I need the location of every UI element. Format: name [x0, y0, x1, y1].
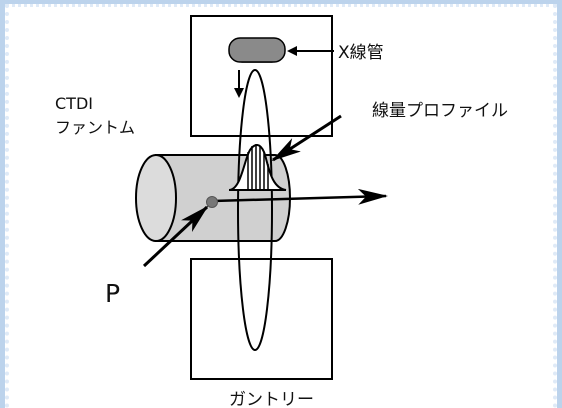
gantry-bottom-box: [190, 258, 333, 380]
point-p-marker: [206, 196, 218, 208]
xray-tube-icon: [228, 37, 286, 63]
z-axis-arrow: [212, 188, 388, 205]
dose-profile-curve: [228, 144, 287, 191]
rotation-orbit: [237, 69, 273, 351]
dose-profile-pointer-arrow: [271, 114, 342, 162]
gantry-label: ガントリー: [229, 390, 314, 408]
point-p-pointer-arrow: [142, 205, 209, 268]
point-p-label: P: [105, 279, 120, 308]
dose-profile-label: 線量プロファイル: [372, 101, 508, 121]
phantom-label-line1: CTDI: [55, 94, 93, 113]
frame-dotted-border: [5, 4, 557, 408]
gantry-top-box: [190, 15, 333, 137]
xray-tube-label: X線管: [338, 43, 384, 63]
phantom-label-line2: ファントム: [55, 118, 135, 137]
